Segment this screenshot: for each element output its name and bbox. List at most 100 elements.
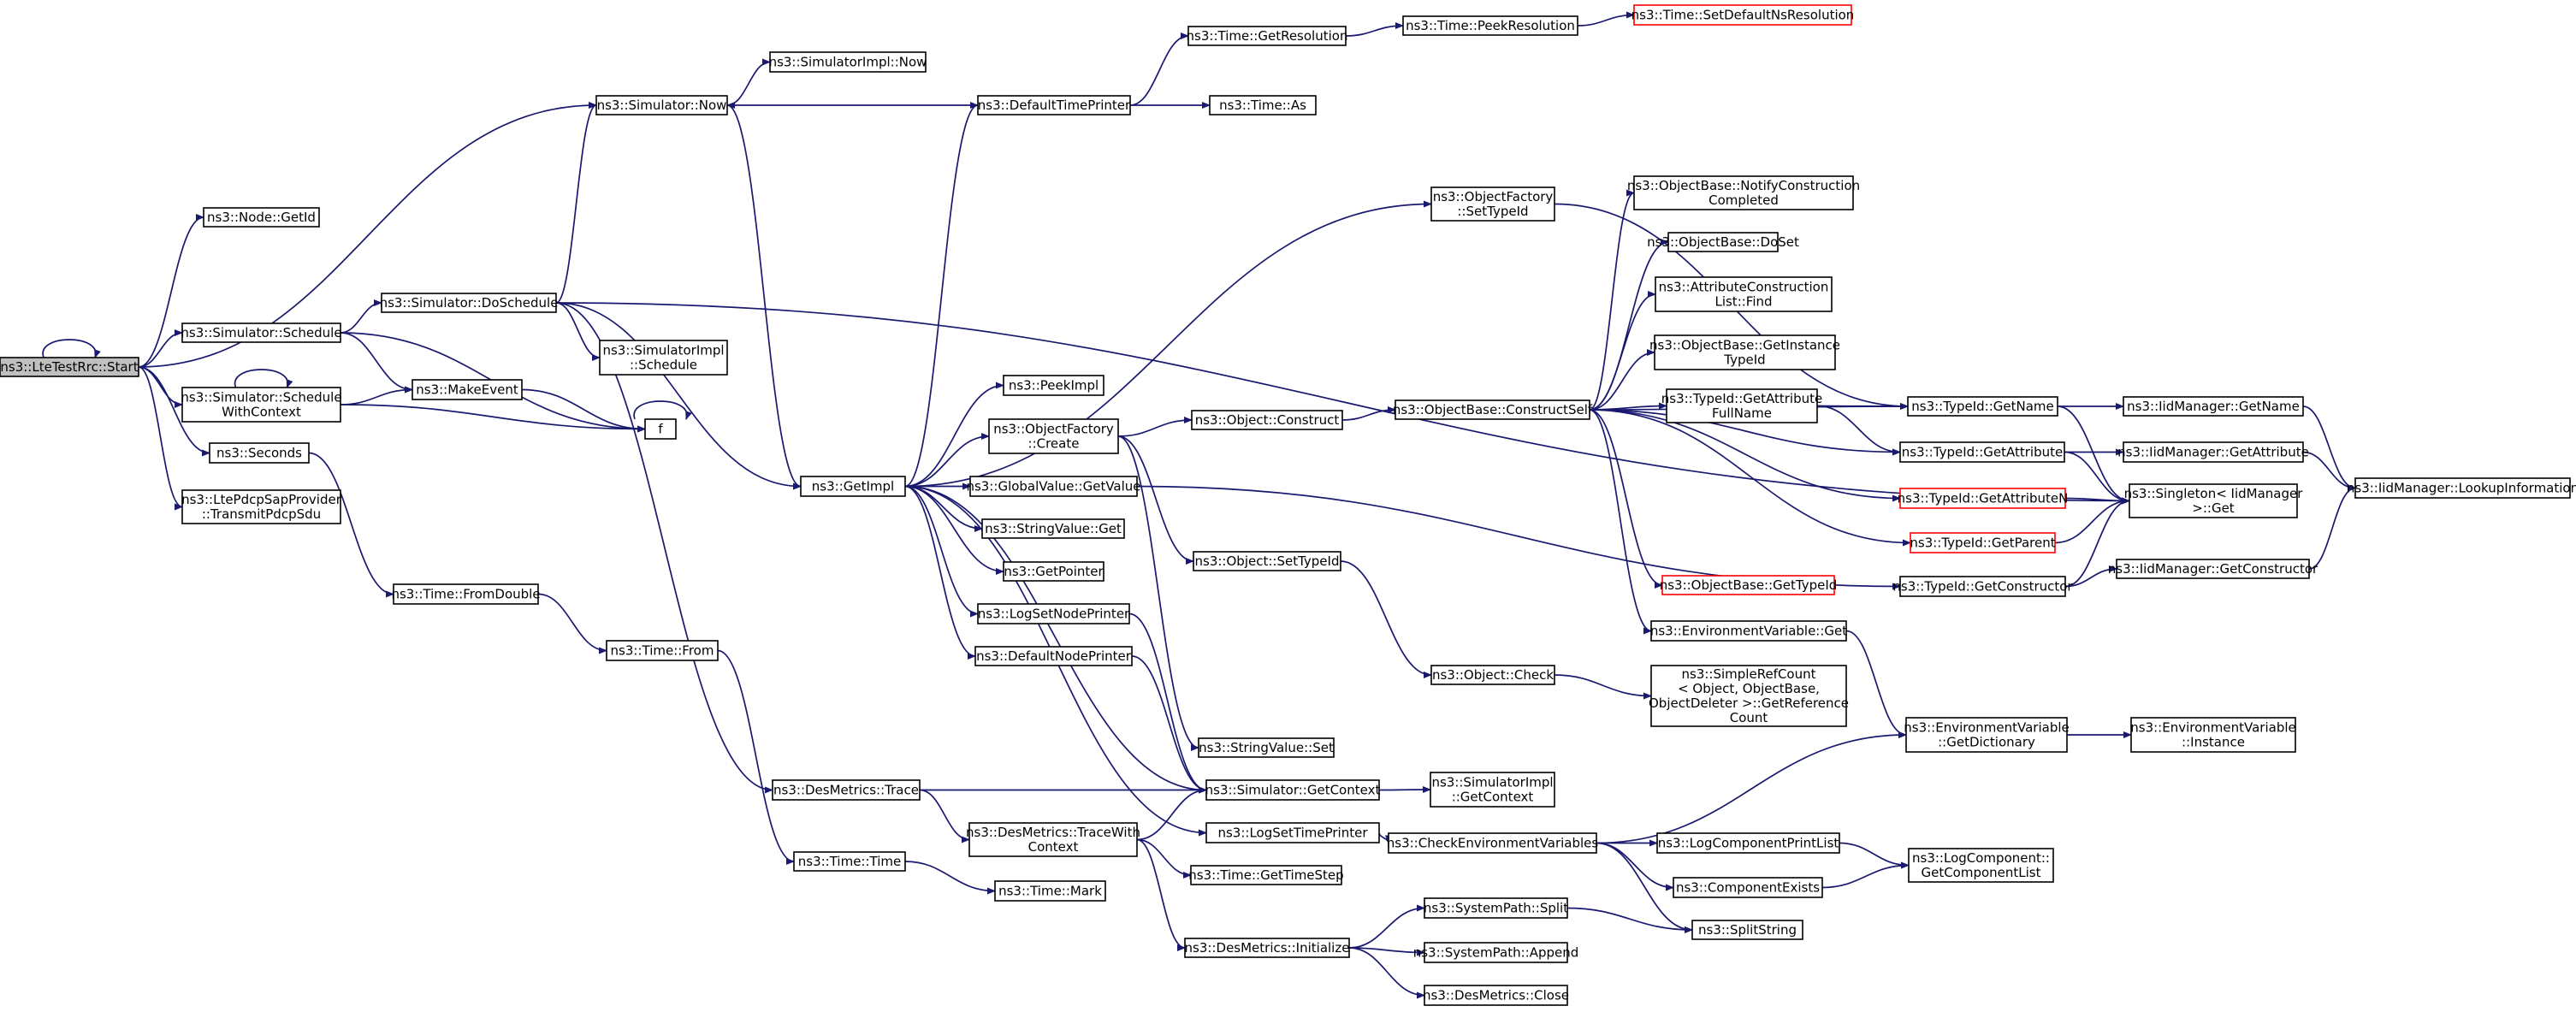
graph-node[interactable]: ns3::PeekImpl [1003, 375, 1104, 396]
node-box[interactable] [1633, 175, 1854, 210]
graph-node[interactable]: ns3::Time::From [606, 640, 719, 661]
graph-node[interactable]: ns3::Simulator::Schedule [181, 323, 342, 343]
node-box[interactable] [644, 418, 677, 440]
graph-node[interactable]: ns3::DefaultNodePrinter [974, 646, 1133, 666]
graph-node[interactable]: ns3::Seconds [209, 442, 310, 464]
node-box-undocumented[interactable] [1899, 488, 2066, 509]
graph-node[interactable]: ns3::SimulatorImpl::GetContext [1430, 772, 1555, 808]
node-box[interactable] [2130, 717, 2296, 753]
node-box[interactable] [1424, 942, 1568, 963]
node-box[interactable] [1666, 388, 1818, 423]
graph-node[interactable]: ns3::LteTestRrc::Start [0, 357, 139, 377]
graph-node[interactable]: ns3::Time::GetTimeStep [1188, 865, 1344, 885]
graph-node[interactable]: ns3::Node::GetId [203, 207, 320, 228]
node-box[interactable] [595, 95, 728, 115]
node-box[interactable] [974, 646, 1133, 666]
graph-node[interactable]: ns3::SimulatorImpl::Now [769, 51, 927, 73]
graph-node[interactable]: ns3::SystemPath::Split [1424, 897, 1568, 919]
node-box[interactable] [2123, 396, 2304, 417]
node-box[interactable] [1209, 95, 1317, 115]
graph-node[interactable]: ns3::SimulatorImpl::Schedule [599, 340, 728, 376]
graph-node[interactable]: ns3::TypeId::GetName [1907, 396, 2058, 417]
node-box[interactable] [1003, 561, 1104, 582]
graph-node[interactable]: ns3::TypeId::GetParent [1910, 532, 2056, 553]
node-box[interactable] [209, 442, 310, 464]
graph-node[interactable]: ns3::StringValue::Get [981, 518, 1125, 539]
graph-node[interactable]: ns3::DesMetrics::Trace [772, 779, 921, 801]
node-box-undocumented[interactable] [1661, 575, 1835, 595]
graph-node[interactable]: ns3::SplitString [1691, 920, 1803, 940]
node-box[interactable] [1899, 576, 2066, 597]
graph-node[interactable]: ns3::Singleton< IidManager>::Get [2124, 483, 2304, 518]
graph-node[interactable]: ns3::Simulator::GetContext [1205, 779, 1381, 801]
graph-node[interactable]: ns3::Object::SetTypeId [1193, 551, 1341, 571]
node-box[interactable] [1205, 822, 1380, 843]
graph-node[interactable]: ns3::DesMetrics::Close [1423, 985, 1569, 1006]
graph-node[interactable]: ns3::StringValue::Set [1198, 737, 1335, 758]
node-box[interactable] [981, 518, 1125, 539]
node-box[interactable] [1198, 737, 1335, 758]
node-box[interactable] [1190, 865, 1342, 885]
node-box[interactable] [203, 207, 320, 228]
node-box[interactable] [1667, 232, 1779, 252]
graph-node[interactable]: ns3::DesMetrics::Initialize [1184, 938, 1350, 958]
node-box[interactable] [2354, 477, 2571, 499]
node-box[interactable] [968, 822, 1138, 857]
graph-node[interactable]: ns3::Simulator::DoSchedule [380, 293, 559, 313]
node-box[interactable] [1191, 410, 1343, 430]
node-box[interactable] [793, 851, 906, 872]
node-box[interactable] [1003, 375, 1104, 396]
graph-node[interactable]: ns3::LogSetTimePrinter [1205, 822, 1380, 843]
graph-node[interactable]: ns3::EnvironmentVariable::Instance [2130, 717, 2296, 753]
node-box[interactable] [1908, 848, 2054, 883]
node-box[interactable] [1402, 15, 1578, 36]
graph-node[interactable]: ns3::Time::SetDefaultNsResolution [1631, 4, 1855, 26]
graph-node[interactable]: ns3::LogComponent::GetComponentList [1908, 848, 2054, 883]
node-box-undocumented[interactable] [1910, 532, 2056, 553]
graph-node[interactable]: ns3::LogSetNodePrinter [977, 603, 1130, 624]
node-box[interactable] [1673, 877, 1823, 898]
node-box[interactable] [1184, 938, 1350, 958]
graph-node[interactable]: ns3::Time::As [1209, 95, 1317, 115]
graph-node[interactable]: ns3::LogComponentPrintList [1656, 832, 1840, 854]
graph-node[interactable]: ns3::DefaultTimePrinter [977, 95, 1131, 115]
node-box[interactable] [1430, 186, 1555, 222]
graph-node[interactable]: ns3::ComponentExists [1673, 877, 1823, 898]
node-box[interactable] [412, 379, 523, 400]
node-box[interactable] [1395, 399, 1590, 420]
node-box[interactable] [181, 323, 341, 343]
graph-node[interactable]: ns3::IidManager::GetAttribute [2117, 441, 2309, 463]
node-box[interactable] [969, 476, 1138, 497]
graph-node[interactable]: ns3::EnvironmentVariable::GetDictionary [1904, 717, 2070, 753]
graph-node[interactable]: ns3::LtePdcpSapProvider::TransmitPdcpSdu [181, 489, 342, 524]
node-box[interactable] [181, 387, 341, 423]
graph-node[interactable]: ns3::ObjectBase::NotifyConstructionCompl… [1627, 175, 1860, 210]
graph-node[interactable]: ns3::SystemPath::Append [1413, 942, 1579, 963]
graph-node[interactable]: ns3::EnvironmentVariable::Get [1650, 620, 1847, 642]
graph-node[interactable]: ns3::Object::Construct [1191, 410, 1343, 430]
node-box[interactable] [1424, 985, 1568, 1006]
node-box[interactable] [1656, 832, 1840, 854]
node-box[interactable] [1691, 920, 1803, 940]
graph-node[interactable]: ns3::TypeId::GetAttributeN [1898, 488, 2069, 509]
node-box-undocumented[interactable] [1633, 4, 1852, 26]
node-box-root[interactable] [0, 357, 139, 377]
node-box[interactable] [994, 880, 1106, 902]
graph-node[interactable]: ns3::ObjectFactory::Create [988, 418, 1119, 454]
graph-node[interactable]: ns3::Time::GetResolution [1187, 26, 1348, 46]
node-box[interactable] [1430, 772, 1555, 808]
node-box[interactable] [977, 95, 1131, 115]
graph-node[interactable]: ns3::Time::Time [793, 851, 906, 872]
graph-node[interactable]: ns3::Time::Mark [994, 880, 1106, 902]
graph-node[interactable]: ns3::ObjectBase::ConstructSelf [1393, 399, 1593, 420]
node-box[interactable] [1424, 897, 1568, 919]
node-box[interactable] [769, 51, 927, 73]
graph-node[interactable]: ns3::ObjectBase::DoSet [1647, 232, 1799, 252]
node-box[interactable] [1905, 717, 2068, 753]
graph-node[interactable]: ns3::MakeEvent [412, 379, 523, 400]
graph-node[interactable]: ns3::Object::Check [1430, 665, 1555, 685]
node-box[interactable] [1430, 665, 1555, 685]
